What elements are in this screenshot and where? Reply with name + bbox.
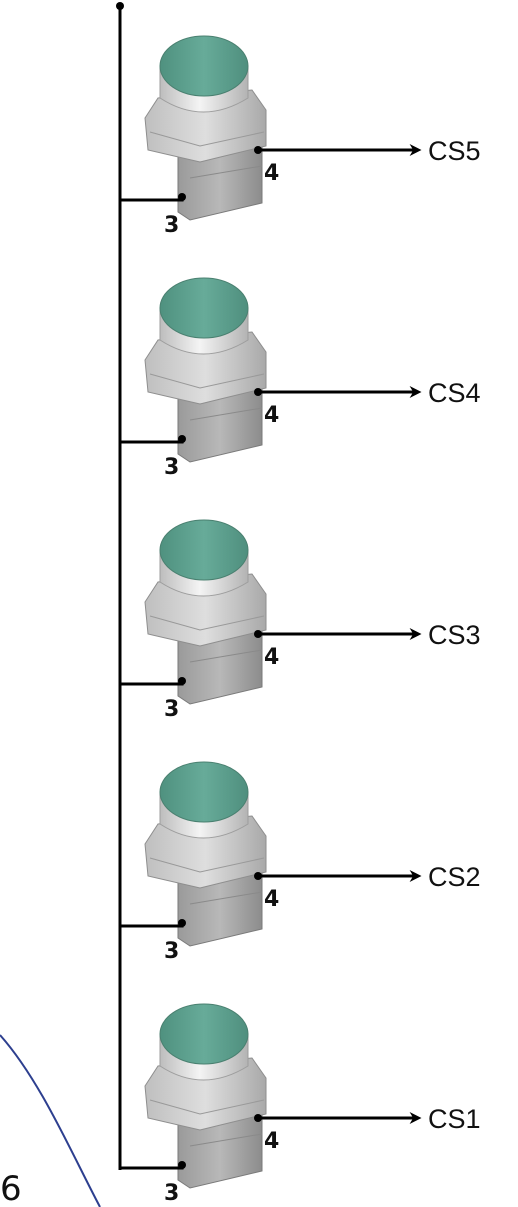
input-wire (120, 439, 184, 444)
terminal-4-dot (254, 388, 262, 396)
pin-label-4: 4 (264, 161, 279, 186)
push-button-unit: 4 3 CS2 (120, 761, 481, 964)
pin-label-4: 4 (264, 1129, 279, 1154)
button-cap (159, 277, 249, 339)
terminal-3-dot (178, 677, 186, 685)
pin-label-4: 4 (264, 645, 279, 670)
terminal-3-dot (178, 919, 186, 927)
output-label: CS5 (428, 136, 481, 166)
input-wire (120, 197, 184, 202)
page-arc (0, 1034, 101, 1207)
button-cap (159, 519, 249, 581)
pin-label-3: 3 (164, 939, 179, 964)
terminal-3-dot (178, 435, 186, 443)
pin-label-3: 3 (164, 213, 179, 238)
push-button-unit: 4 3 CS3 (120, 519, 481, 722)
pin-label-3: 3 (164, 1181, 179, 1206)
input-wire (120, 1165, 184, 1170)
page-number: 6 (0, 1169, 22, 1207)
push-button-unit: 4 3 CS4 (120, 277, 481, 480)
terminal-4-dot (254, 872, 262, 880)
output-label: CS3 (428, 620, 481, 650)
button-cap (159, 761, 249, 823)
pin-label-3: 3 (164, 455, 179, 480)
terminal-4-dot (254, 1114, 262, 1122)
push-button-unit: 4 3 CS1 (120, 1003, 481, 1206)
output-label: CS1 (428, 1104, 481, 1134)
button-cap (159, 35, 249, 97)
terminal-3-dot (178, 193, 186, 201)
input-wire (120, 923, 184, 928)
pin-label-4: 4 (264, 403, 279, 428)
terminal-3-dot (178, 1161, 186, 1169)
terminal-4-dot (254, 146, 262, 154)
pin-label-4: 4 (264, 887, 279, 912)
button-cap (159, 1003, 249, 1065)
pin-label-3: 3 (164, 697, 179, 722)
terminal-4-dot (254, 630, 262, 638)
push-button-unit: 4 3 CS5 (120, 35, 481, 238)
bus-terminal-dot (116, 2, 124, 10)
output-label: CS2 (428, 862, 481, 892)
output-label: CS4 (428, 378, 481, 408)
input-wire (120, 681, 184, 686)
